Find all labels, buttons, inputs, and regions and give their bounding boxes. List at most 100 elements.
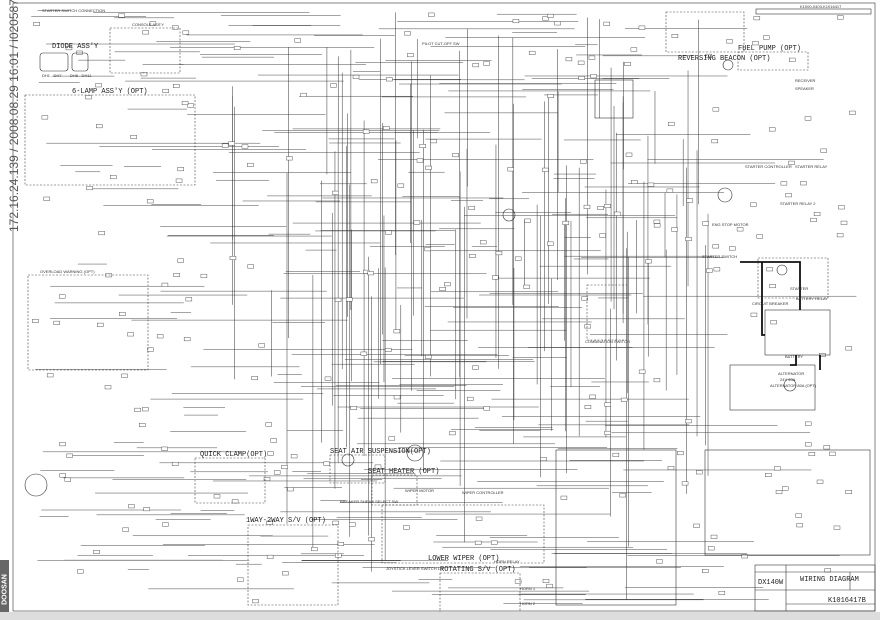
connector-tag bbox=[565, 57, 573, 62]
seat-air-box bbox=[329, 454, 386, 484]
connector-tag bbox=[667, 466, 675, 470]
connector-tag bbox=[492, 275, 499, 280]
doosan-logo: DOOSAN bbox=[0, 560, 9, 620]
connector-tag bbox=[142, 407, 149, 412]
alternator-symbol bbox=[783, 378, 797, 392]
connector-tag bbox=[816, 479, 824, 484]
fuel-pump-box bbox=[737, 51, 809, 71]
connector-tag bbox=[766, 267, 773, 272]
connector-tag bbox=[554, 21, 561, 26]
connector-tag bbox=[173, 84, 180, 88]
wiper-motor-symbol bbox=[406, 444, 424, 462]
one-two-way-label: 1WAY-2WAY S/V (OPT) bbox=[246, 517, 326, 525]
connector-tag bbox=[370, 179, 378, 184]
rotating-sv-label: ROTATING S/V (OPT) bbox=[440, 566, 516, 574]
eng-stop-motor-label: ENG STOP MOTOR bbox=[712, 222, 749, 227]
connector-tag bbox=[146, 199, 154, 204]
connector-tag bbox=[374, 464, 382, 469]
connector-tag bbox=[121, 373, 128, 378]
overload-box bbox=[27, 274, 149, 371]
connector-tag bbox=[424, 355, 432, 359]
connector-tag bbox=[59, 473, 66, 478]
alternator-opt-label: ALTERNATOR 80A (OPT) bbox=[770, 383, 817, 388]
wiper-motor-label: WIPER MOTOR bbox=[405, 488, 434, 493]
starter-controller-label: STARTER CONTROLLER bbox=[745, 164, 792, 169]
connector-tag bbox=[286, 156, 293, 161]
starter-switch-connection-label: STARTER SWITCH CONNECTION bbox=[42, 8, 105, 13]
drawing-frame bbox=[12, 2, 876, 612]
connector-tag bbox=[668, 121, 675, 126]
connector-tag bbox=[495, 251, 503, 256]
connector-tag bbox=[85, 95, 92, 100]
connector-tag bbox=[393, 329, 401, 334]
connector-tag bbox=[741, 554, 748, 559]
connector-tag bbox=[430, 139, 437, 144]
connector-tag bbox=[612, 452, 620, 457]
diode-1-label: DH1 - DH7 bbox=[42, 73, 62, 78]
connector-tag bbox=[584, 405, 592, 409]
connector-tag bbox=[58, 294, 66, 299]
battery-cable bbox=[740, 261, 821, 370]
connector-tag bbox=[713, 267, 721, 272]
connector-tag bbox=[213, 494, 221, 499]
connector-tag bbox=[696, 470, 703, 475]
connector-tag bbox=[162, 88, 169, 93]
connector-tag bbox=[789, 57, 796, 62]
connector-tag bbox=[614, 211, 621, 216]
connector-tag bbox=[332, 190, 339, 195]
connector-tag bbox=[752, 41, 759, 46]
connector-tag bbox=[514, 256, 522, 261]
connector-tag bbox=[349, 522, 356, 527]
connector-tag bbox=[472, 365, 479, 370]
connector-tag bbox=[334, 297, 342, 302]
connector-tag bbox=[604, 402, 611, 407]
connector-tag bbox=[597, 206, 604, 210]
connector-tag bbox=[65, 46, 73, 51]
connector-tag bbox=[287, 487, 294, 492]
connector-tag bbox=[97, 322, 104, 327]
connector-tag bbox=[53, 320, 60, 325]
connector-tag bbox=[388, 436, 396, 441]
connector-tag bbox=[820, 148, 827, 153]
connector-tag bbox=[631, 180, 638, 184]
connector-tag bbox=[33, 22, 40, 26]
fuel-pump-motor bbox=[722, 59, 734, 71]
connector-tag bbox=[385, 347, 392, 352]
connector-tag bbox=[187, 103, 194, 108]
connector-tag bbox=[750, 202, 757, 207]
starter-box bbox=[757, 257, 829, 299]
connector-tag bbox=[712, 107, 720, 112]
connector-tag bbox=[823, 445, 831, 450]
connector-tag bbox=[603, 21, 610, 26]
connector-tag bbox=[425, 165, 432, 170]
one-two-way-box bbox=[247, 524, 339, 606]
connector-tag bbox=[407, 53, 414, 58]
seat-heater-box bbox=[371, 474, 418, 506]
connector-tag bbox=[599, 233, 606, 238]
console-assy-label: CONSOLE ASS'Y bbox=[132, 22, 164, 27]
connector-tag bbox=[542, 16, 549, 21]
connector-tag bbox=[546, 583, 553, 588]
connector-tag bbox=[507, 167, 514, 172]
breaker-shear-label: BREAKER SHEAR SELECT SW bbox=[340, 499, 398, 504]
connector-tag bbox=[130, 135, 137, 139]
speaker-label: SPEAKER bbox=[795, 86, 814, 91]
connector-tag bbox=[712, 244, 719, 249]
connector-tag bbox=[237, 577, 244, 582]
revision-strip bbox=[755, 8, 872, 15]
connector-tag bbox=[770, 320, 777, 325]
lower-wiper-label: LOWER WIPER (OPT) bbox=[428, 555, 499, 563]
pilot-cutoff-label: PILOT CUT-OFF SW bbox=[422, 41, 460, 46]
connector-tag bbox=[93, 550, 100, 554]
seat-heater-label: SEAT HEATER (OPT) bbox=[368, 468, 439, 476]
connector-tag bbox=[638, 369, 646, 374]
connector-tag bbox=[547, 94, 554, 99]
connector-tag bbox=[547, 241, 554, 246]
connector-tag bbox=[796, 523, 803, 528]
connector-tag bbox=[685, 419, 692, 424]
seat-air-label: SEAT AIR SUSPENSION(OPT) bbox=[330, 448, 431, 456]
connector-tag bbox=[161, 446, 168, 451]
connector-tag bbox=[562, 220, 570, 225]
connector-tag bbox=[122, 527, 129, 532]
